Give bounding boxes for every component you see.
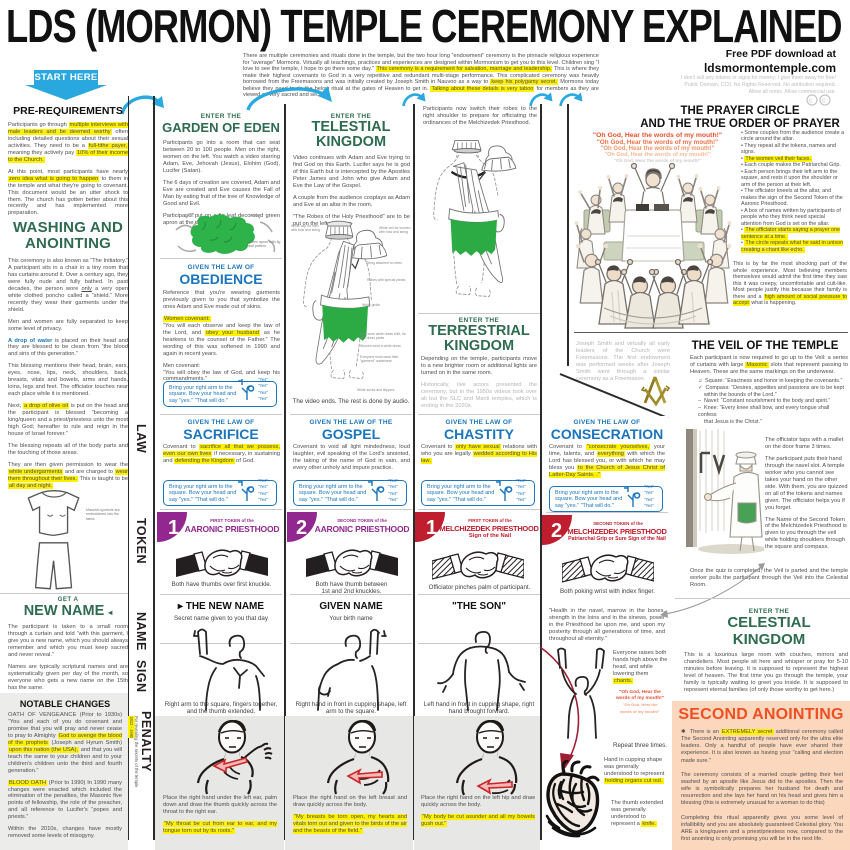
svg-text:1: 1 [426,517,437,539]
svg-text:c: c [809,98,813,105]
svg-text:c: c [822,98,826,105]
svg-text:2: 2 [551,520,562,542]
svg-text:2: 2 [296,517,307,539]
svg-text:1: 1 [168,517,179,539]
